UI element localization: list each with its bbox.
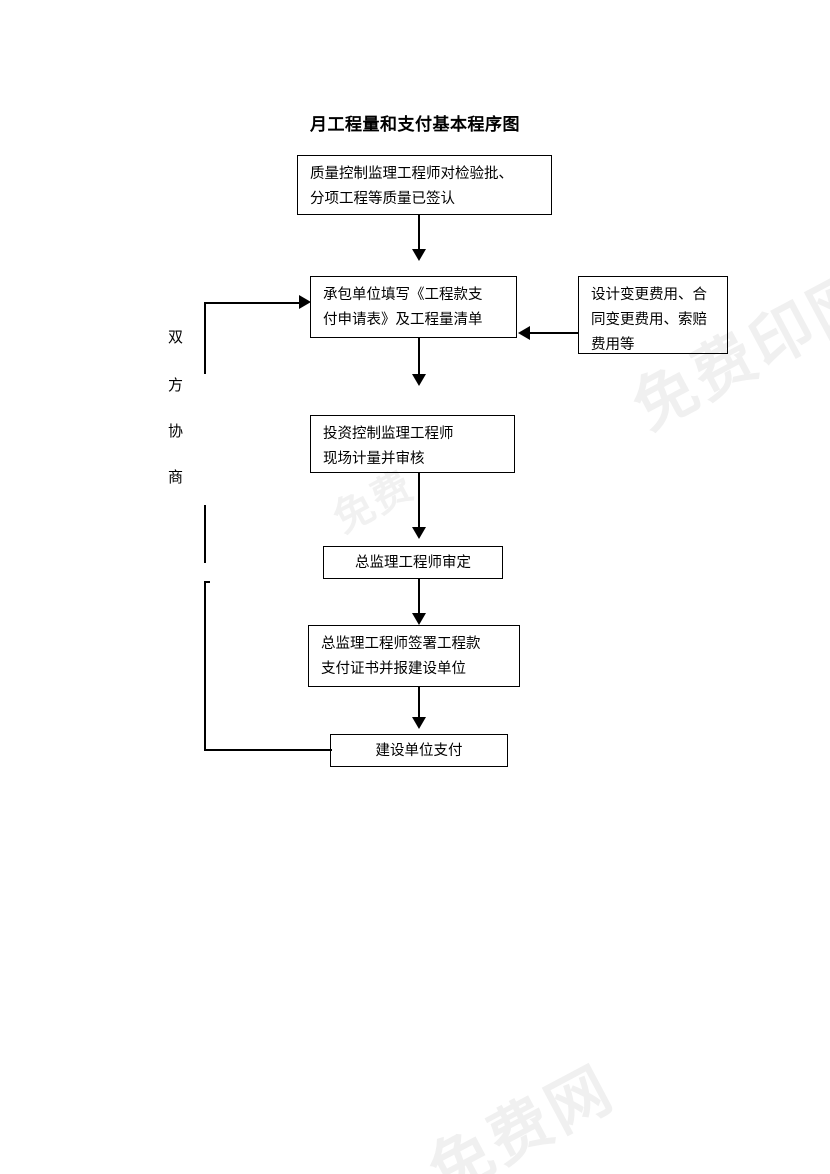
flow-node-contractor-application-line1: 承包单位填写《工程款支	[323, 287, 483, 303]
flow-node-owner-payment: 建设单位支付	[330, 734, 508, 767]
edge-n6-n7-arrowhead	[412, 717, 426, 729]
flow-node-payment-certificate-line2: 支付证书并报建设单位	[321, 661, 466, 677]
flow-node-chief-engineer-approval: 总监理工程师审定	[323, 546, 503, 579]
side-label-char-3: 协	[168, 422, 184, 440]
flow-node-quality-control-line2: 分项工程等质量已签认	[310, 191, 455, 207]
flow-node-change-claim-fees: 设计变更费用、合 同变更费用、索赔 费用等	[578, 276, 728, 354]
flow-node-cost-control-measure-line2: 现场计量并审核	[323, 451, 425, 467]
flow-node-change-claim-fees-line2: 同变更费用、索赔	[591, 312, 707, 328]
edge-n5-n6-line	[418, 579, 420, 617]
edge-n2-n4-arrowhead	[412, 374, 426, 386]
flow-node-cost-control-measure-line1: 投资控制监理工程师	[323, 426, 454, 442]
edge-n3-n2-line	[530, 332, 578, 334]
edge-n4-n5-arrowhead	[412, 527, 426, 539]
flow-node-change-claim-fees-line3: 费用等	[591, 337, 635, 353]
edge-loop-left-upper	[204, 302, 206, 374]
flow-node-contractor-application-line2: 付申请表》及工程量清单	[323, 312, 483, 328]
edge-loop-top	[204, 302, 304, 304]
page-title: 月工程量和支付基本程序图	[310, 115, 520, 135]
watermark-bottom: 免费网	[417, 1051, 627, 1174]
edge-loop-arrowhead	[299, 295, 311, 309]
edge-loop-mid	[204, 581, 210, 583]
side-label-char-1: 双	[168, 328, 184, 346]
edge-loop-left-dash	[204, 505, 206, 563]
edge-n1-n2-line	[418, 215, 420, 253]
edge-n3-n2-arrowhead	[518, 326, 530, 340]
flow-node-cost-control-measure: 投资控制监理工程师 现场计量并审核	[310, 415, 515, 473]
edge-n5-n6-arrowhead	[412, 613, 426, 625]
flow-node-payment-certificate-line1: 总监理工程师签署工程款	[321, 636, 481, 652]
edge-loop-left-lower	[204, 581, 206, 751]
edge-n6-n7-line	[418, 687, 420, 721]
flow-node-quality-control: 质量控制监理工程师对检验批、 分项工程等质量已签认	[297, 155, 552, 215]
side-label-char-4: 商	[168, 468, 184, 486]
edge-n1-n2-arrowhead	[412, 249, 426, 261]
flow-node-change-claim-fees-line1: 设计变更费用、合	[591, 287, 707, 303]
flow-node-quality-control-line1: 质量控制监理工程师对检验批、	[310, 166, 513, 182]
side-label-char-2: 方	[168, 376, 184, 394]
edge-n2-n4-line	[418, 338, 420, 378]
flow-node-owner-payment-line1: 建设单位支付	[375, 743, 463, 759]
flow-node-chief-engineer-approval-line1: 总监理工程师审定	[355, 555, 471, 571]
edge-loop-bottom	[204, 749, 332, 751]
flow-node-payment-certificate: 总监理工程师签署工程款 支付证书并报建设单位	[308, 625, 520, 687]
flow-node-contractor-application: 承包单位填写《工程款支 付申请表》及工程量清单	[310, 276, 517, 338]
edge-n4-n5-line	[418, 473, 420, 529]
